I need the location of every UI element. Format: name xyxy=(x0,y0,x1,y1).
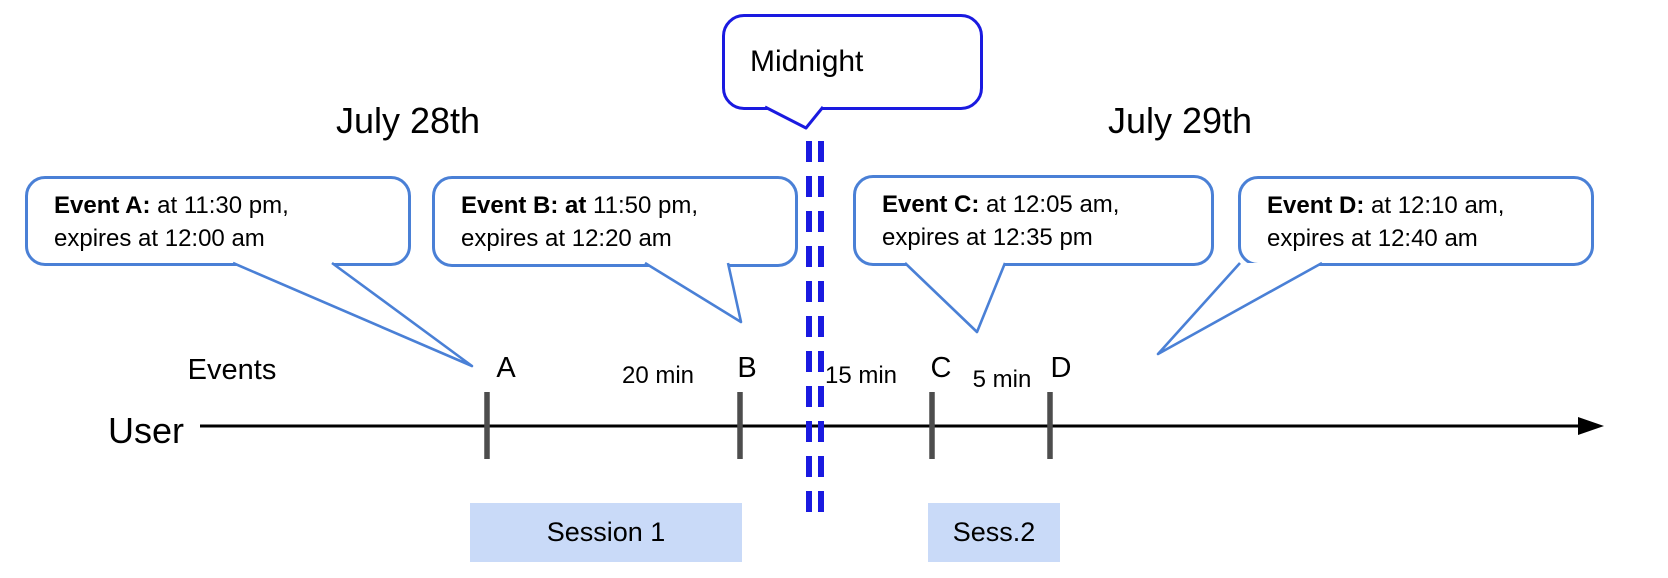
event-a-callout-tail xyxy=(232,261,474,368)
tick-label-b: B xyxy=(737,352,757,384)
timeline-arrowhead-icon xyxy=(1578,417,1604,435)
user-axis-label: User xyxy=(107,410,185,451)
event-b-line2: expires at 12:20 am xyxy=(461,225,672,252)
event-a-line2: expires at 12:00 am xyxy=(54,225,265,252)
midnight-callout-label: Midnight xyxy=(750,45,864,78)
midnight-callout-tail xyxy=(764,105,825,130)
tick-label-c: C xyxy=(930,352,952,384)
session-1-box: Session 1 xyxy=(470,503,742,562)
date-title-july-29th: July 29th xyxy=(1107,100,1253,141)
events-row-label: Events xyxy=(187,354,277,386)
date-title-july-28th: July 28th xyxy=(335,100,481,141)
event-a-line1: Event A: at 11:30 pm, xyxy=(54,189,408,222)
interval-label-20min: 20 min xyxy=(621,362,695,389)
interval-label-15min: 15 min xyxy=(824,362,898,389)
event-c-callout-tail xyxy=(904,262,1007,334)
event-b-callout: Event B: at 11:50 pm, expires at 12:20 a… xyxy=(432,176,798,267)
event-d-line1: Event D: at 12:10 am, xyxy=(1267,189,1591,222)
interval-label-5min: 5 min xyxy=(972,366,1032,393)
event-b-callout-tail xyxy=(644,261,743,324)
event-a-name: Event A: xyxy=(54,192,151,219)
midnight-callout: Midnight xyxy=(722,14,983,110)
event-a-time: at 11:30 pm, xyxy=(150,192,289,219)
event-a-callout: Event A: at 11:30 pm, expires at 12:00 a… xyxy=(25,176,411,266)
session-2-label: Sess.2 xyxy=(952,517,1036,547)
event-b-line1: Event B: at 11:50 pm, xyxy=(461,189,795,222)
event-d-name: Event D: xyxy=(1267,192,1365,219)
event-b-time: 11:50 pm, xyxy=(586,192,698,219)
event-c-line1: Event C: at 12:05 am, xyxy=(882,188,1211,221)
event-c-callout: Event C: at 12:05 am, expires at 12:35 p… xyxy=(853,175,1214,266)
event-d-line2: expires at 12:40 am xyxy=(1267,225,1478,252)
event-b-name: Event B: at xyxy=(461,192,587,219)
event-d-callout: Event D: at 12:10 am, expires at 12:40 a… xyxy=(1238,176,1594,266)
event-c-name: Event C: xyxy=(882,191,980,218)
event-c-line2: expires at 12:35 pm xyxy=(882,224,1093,251)
tick-label-d: D xyxy=(1050,352,1072,384)
tick-label-a: A xyxy=(496,352,516,384)
event-c-time: at 12:05 am, xyxy=(979,191,1120,218)
event-d-time: at 12:10 am, xyxy=(1364,192,1505,219)
event-d-callout-tail xyxy=(1156,261,1323,356)
session-1-label: Session 1 xyxy=(546,517,666,547)
session-2-box: Sess.2 xyxy=(928,503,1060,562)
